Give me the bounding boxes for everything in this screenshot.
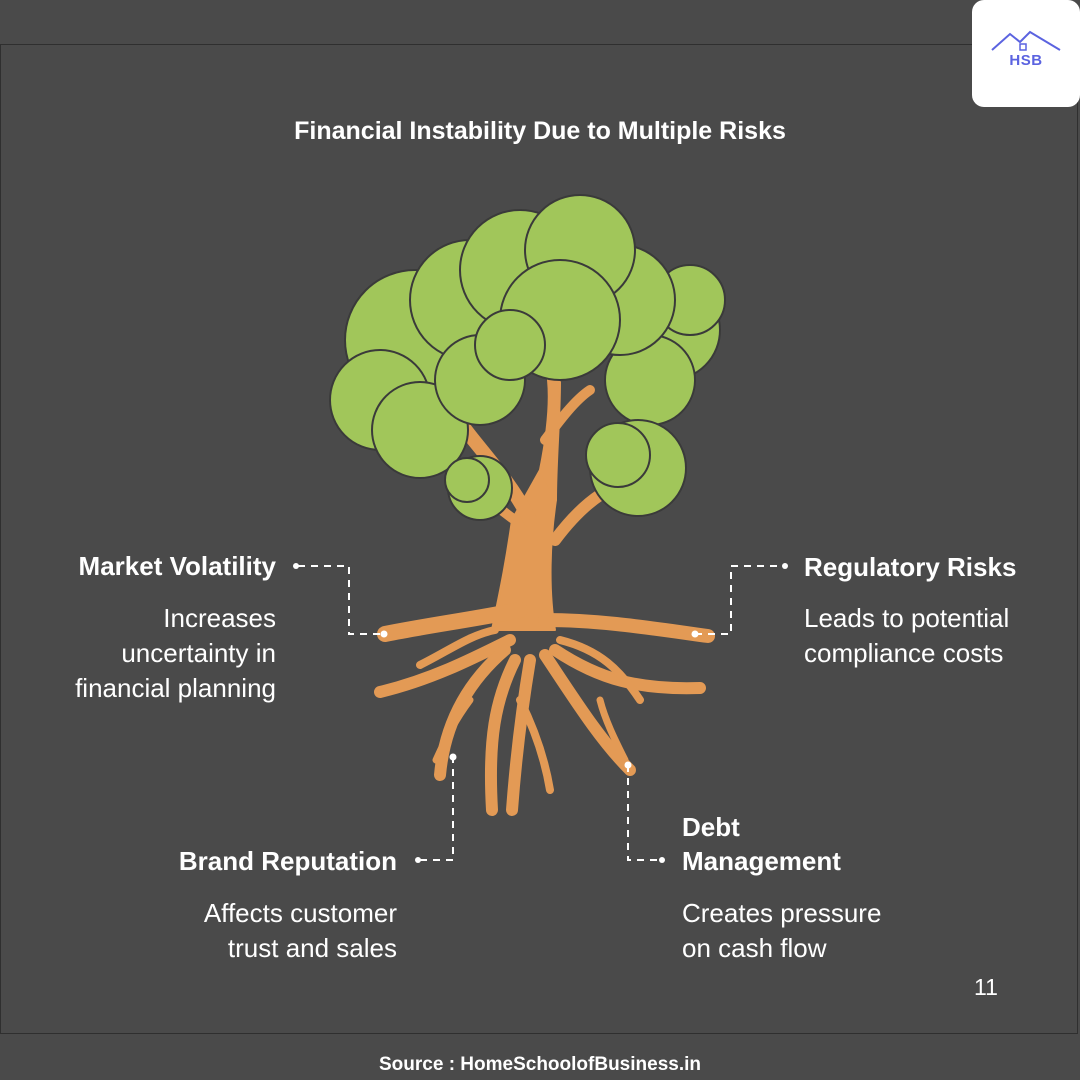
brand-reputation-label: Brand Reputation [178,846,397,876]
regulatory-risks-label: Regulatory Risks [804,552,1017,582]
market-volatility-description: Increases uncertainty in financial plann… [75,603,276,703]
hsb-logo: HSB [972,0,1080,107]
regulatory-risks-description: Leads to potential compliance costs [804,603,1010,668]
market-volatility-label: Market Volatility [78,551,276,581]
brand-reputation-description: Affects customer trust and sales [203,898,397,963]
connector-dots [293,563,788,863]
connectors [298,565,783,861]
debt-management-label: Debt Management [682,812,841,876]
source-credit: Source : HomeSchoolofBusiness.in [379,1054,701,1075]
debt-management-description: Creates pressure on cash flow [682,898,882,963]
diagram-title: Financial Instability Due to Multiple Ri… [294,117,786,145]
house-roof-icon [991,30,1061,51]
logo-text: HSB [1009,52,1043,69]
tree-foliage [329,194,726,521]
page-number: 11 [974,974,998,1000]
